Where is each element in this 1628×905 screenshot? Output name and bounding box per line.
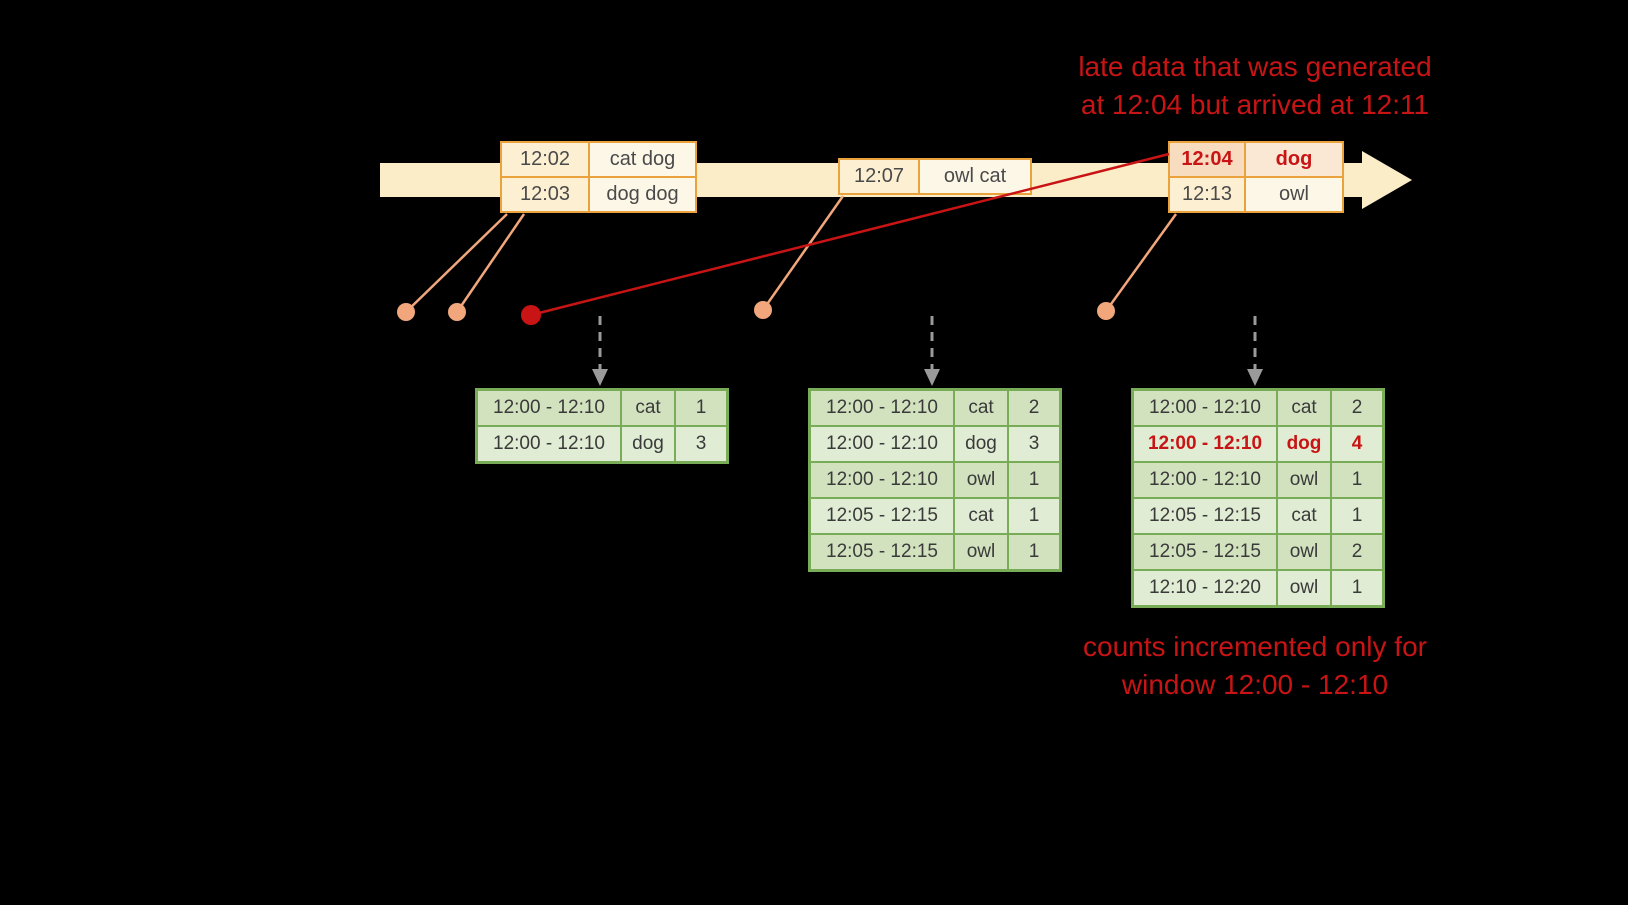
result-count: 1 <box>1007 463 1059 497</box>
result-window: 12:00 - 12:10 <box>478 391 620 425</box>
event-connector-line <box>761 195 845 311</box>
event-words: owl <box>1244 178 1342 211</box>
event-time: 12:04 <box>1170 143 1244 176</box>
result-count: 1 <box>1007 535 1059 569</box>
result-count: 1 <box>1330 463 1382 497</box>
event-dot <box>1097 302 1115 320</box>
result-word: owl <box>953 463 1007 497</box>
result-word: owl <box>1276 535 1330 569</box>
trigger-arrowhead-icon <box>924 369 940 386</box>
result-word: owl <box>953 535 1007 569</box>
result-count: 1 <box>1330 571 1382 605</box>
result-word: dog <box>953 427 1007 461</box>
result-window: 12:10 - 12:20 <box>1134 571 1276 605</box>
result-window: 12:05 - 12:15 <box>1134 499 1276 533</box>
event-dot <box>397 303 415 321</box>
late-data-annotation-line2: at 12:04 but arrived at 12:11 <box>1080 89 1430 120</box>
result-window: 12:05 - 12:15 <box>811 499 953 533</box>
result-word: cat <box>953 499 1007 533</box>
event-words: owl cat <box>918 160 1030 193</box>
result-count: 3 <box>674 427 726 461</box>
result-word: cat <box>1276 391 1330 425</box>
result-count: 2 <box>1330 391 1382 425</box>
event-connector-line <box>1104 213 1178 312</box>
counts-annotation-line2: window 12:00 - 12:10 <box>1121 669 1389 700</box>
event-connector-line <box>455 213 526 313</box>
trigger-arrowhead-icon <box>1247 369 1263 386</box>
event-time: 12:03 <box>502 178 588 211</box>
result-count: 1 <box>674 391 726 425</box>
result-count: 4 <box>1330 427 1382 461</box>
result-word: owl <box>1276 463 1330 497</box>
result-word: cat <box>953 391 1007 425</box>
event-words: dog dog <box>588 178 695 211</box>
result-window: 12:00 - 12:10 <box>1134 463 1276 497</box>
event-time: 12:07 <box>840 160 918 193</box>
event-words: cat dog <box>588 143 695 176</box>
event-dot <box>448 303 466 321</box>
timeline-arrowhead-icon <box>1362 151 1412 209</box>
late-data-annotation: late data that was generated at 12:04 bu… <box>1020 48 1490 124</box>
result-window: 12:00 - 12:10 <box>811 463 953 497</box>
result-count: 2 <box>1330 535 1382 569</box>
result-count: 3 <box>1007 427 1059 461</box>
counts-annotation: counts incremented only for window 12:00… <box>1020 628 1490 704</box>
event-time: 12:13 <box>1170 178 1244 211</box>
event-words: dog <box>1244 143 1342 176</box>
result-word: cat <box>620 391 674 425</box>
result-window: 12:00 - 12:10 <box>1134 391 1276 425</box>
result-window: 12:05 - 12:15 <box>811 535 953 569</box>
counts-annotation-line1: counts incremented only for <box>1083 631 1427 662</box>
late-event-dot <box>521 305 541 325</box>
event-dot <box>754 301 772 319</box>
result-count: 1 <box>1330 499 1382 533</box>
result-word: dog <box>620 427 674 461</box>
result-count: 2 <box>1007 391 1059 425</box>
result-window: 12:00 - 12:10 <box>811 391 953 425</box>
result-word: owl <box>1276 571 1330 605</box>
result-window: 12:00 - 12:10 <box>811 427 953 461</box>
late-data-annotation-line1: late data that was generated <box>1078 51 1432 82</box>
result-word: dog <box>1276 427 1330 461</box>
result-window: 12:00 - 12:10 <box>1134 427 1276 461</box>
event-connector-line <box>405 213 508 313</box>
trigger-arrowhead-icon <box>592 369 608 386</box>
result-word: cat <box>1276 499 1330 533</box>
result-count: 1 <box>1007 499 1059 533</box>
result-window: 12:00 - 12:10 <box>478 427 620 461</box>
result-window: 12:05 - 12:15 <box>1134 535 1276 569</box>
event-time: 12:02 <box>502 143 588 176</box>
late-event-connector-line <box>530 152 1170 317</box>
